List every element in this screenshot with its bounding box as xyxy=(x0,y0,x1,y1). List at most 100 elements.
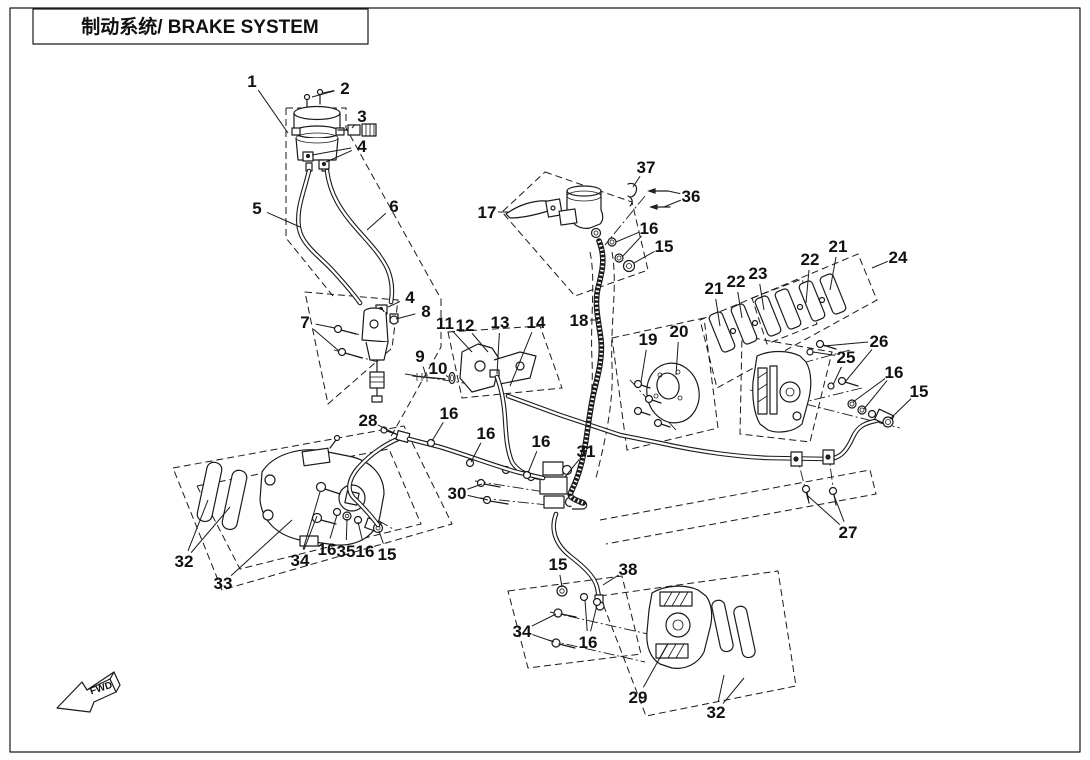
callout-label-15: 15 xyxy=(655,237,674,256)
leader-line xyxy=(452,330,473,353)
callout-label-29: 29 xyxy=(629,688,648,707)
leader-line xyxy=(351,124,356,129)
leader-line xyxy=(852,378,886,403)
leader-line xyxy=(812,351,836,356)
callout-label-12: 12 xyxy=(456,316,475,335)
callout-label-15: 15 xyxy=(549,555,568,574)
callout-label-14: 14 xyxy=(527,313,546,332)
callout-label-16: 16 xyxy=(477,424,496,443)
leader-line xyxy=(559,574,563,588)
callout-label-16: 16 xyxy=(885,363,904,382)
banjo-fitting xyxy=(847,399,895,428)
junction-block xyxy=(476,461,588,510)
callout-label-21: 21 xyxy=(829,237,848,256)
leader-line xyxy=(844,349,873,383)
callout-label-25: 25 xyxy=(837,348,856,367)
leader-line xyxy=(357,521,363,541)
leader-line xyxy=(190,506,231,553)
leader-line xyxy=(431,422,444,442)
callout-label-4: 4 xyxy=(357,137,367,156)
leader-line xyxy=(471,333,489,353)
callout-label-16: 16 xyxy=(356,542,375,561)
leader-line xyxy=(834,497,845,522)
leader-line xyxy=(805,269,810,304)
callout-label-38: 38 xyxy=(619,560,638,579)
leader-line xyxy=(315,323,336,329)
clevis-region xyxy=(447,325,563,399)
leader-line xyxy=(871,260,889,269)
reservoir-hoses xyxy=(296,168,395,306)
leader-line xyxy=(377,424,399,436)
callout-label-22: 22 xyxy=(727,272,746,291)
brake-pedal-clevis xyxy=(459,343,537,393)
callout-label-26: 26 xyxy=(870,332,889,351)
leader-line xyxy=(717,674,725,702)
callout-label-6: 6 xyxy=(389,197,398,216)
leader-line xyxy=(667,190,681,195)
reservoir-region-left xyxy=(285,108,334,297)
callout-label-15: 15 xyxy=(910,382,929,401)
disc-region xyxy=(611,317,719,451)
leader-line xyxy=(470,442,482,463)
line-clamps xyxy=(790,449,838,506)
front-caliper-inner-region xyxy=(196,448,422,570)
callout-label-11: 11 xyxy=(436,314,454,333)
callout-label-27: 27 xyxy=(839,523,858,542)
fwd-arrow: FWD xyxy=(56,671,121,713)
callout-label-22: 22 xyxy=(801,250,820,269)
leader-line xyxy=(378,530,384,544)
level-sensor-connector xyxy=(337,123,377,137)
title-box xyxy=(32,8,369,45)
bottom-bolts-region xyxy=(507,575,642,669)
leader-line xyxy=(675,341,679,376)
leader-line xyxy=(807,495,841,526)
leader-line xyxy=(467,494,489,501)
reservoir-body xyxy=(291,105,345,172)
callout-label-21: 21 xyxy=(705,279,724,298)
caliper-bolts xyxy=(551,585,602,649)
leader-line xyxy=(467,483,483,490)
callout-label-20: 20 xyxy=(670,322,689,341)
leader-line xyxy=(345,518,348,541)
banjo-washers xyxy=(607,237,636,273)
callout-label-18: 18 xyxy=(570,311,589,330)
leader-line xyxy=(311,90,335,98)
handlebar-clamp xyxy=(627,182,638,207)
callout-label-16: 16 xyxy=(640,219,659,238)
leader-line xyxy=(737,291,743,319)
brake-pads-set xyxy=(708,273,847,353)
outer-border xyxy=(9,7,1081,753)
callout-label-16: 16 xyxy=(579,633,598,652)
callout-label-31: 31 xyxy=(577,442,596,461)
leader-line xyxy=(445,374,449,378)
clamp-bolts xyxy=(647,188,671,210)
rear-line-region xyxy=(599,469,877,545)
callout-label-8: 8 xyxy=(421,302,430,321)
leader-line xyxy=(633,250,655,264)
leader-line xyxy=(829,256,837,291)
hose-clamps xyxy=(302,151,330,170)
callout-label-1: 1 xyxy=(247,72,256,91)
front-brake-hose xyxy=(347,426,546,528)
leader-line xyxy=(564,459,580,478)
fwd-arrow-face xyxy=(56,678,117,713)
leader-line xyxy=(889,398,912,420)
front-caliper-outer-region xyxy=(172,425,453,591)
callout-label-32: 32 xyxy=(707,703,726,722)
hand-master-cylinder xyxy=(505,182,671,273)
leader-line xyxy=(302,491,321,550)
leader-line xyxy=(715,298,721,327)
callout-label-7: 7 xyxy=(300,313,309,332)
callout-label-3: 3 xyxy=(357,107,366,126)
leader-line xyxy=(366,212,387,231)
cap-screws xyxy=(303,88,324,109)
leader-line xyxy=(621,235,642,258)
hand-mc-region xyxy=(501,171,649,297)
leader-line xyxy=(590,604,598,632)
pads-outer-region xyxy=(699,253,878,389)
callout-label-34: 34 xyxy=(291,551,310,570)
page-frame: 制动系统/ BRAKE SYSTEM xyxy=(9,7,1081,753)
reservoir-region xyxy=(286,107,442,300)
